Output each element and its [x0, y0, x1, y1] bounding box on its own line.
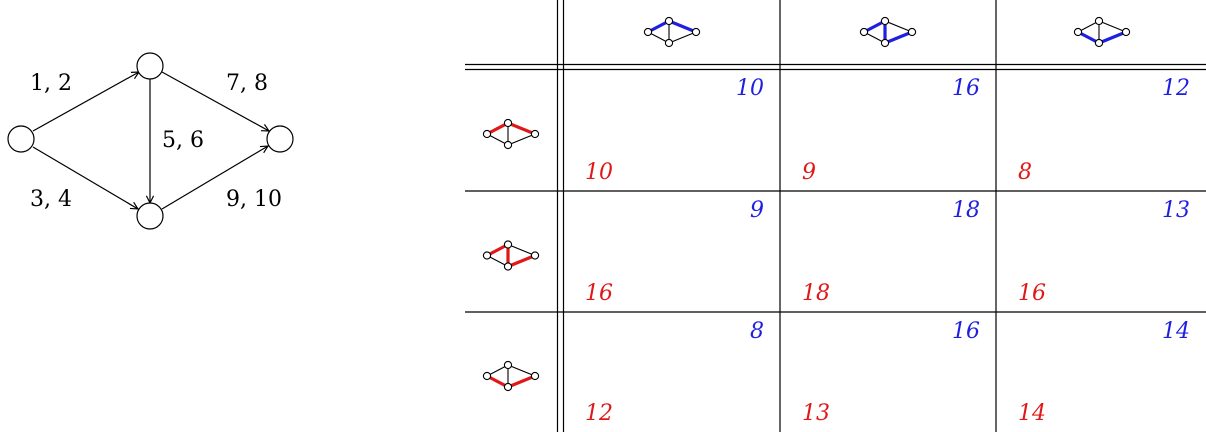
row-player-payoff: 8	[1018, 160, 1032, 185]
node-bottom	[136, 202, 164, 230]
network-graph: 1, 2 3, 4 5, 6 7, 8 9, 10	[7, 52, 294, 230]
node-sink	[266, 125, 294, 153]
edge-s-b	[32, 146, 138, 209]
payoff-cell: 16 9	[802, 76, 980, 185]
edge-label-s-b: 3, 4	[30, 187, 72, 212]
edge-label-s-a: 1, 2	[30, 71, 72, 96]
path-upper-route-icon	[482, 118, 540, 150]
edge-label-b-t: 9, 10	[226, 187, 282, 212]
row-player-payoff: 12	[585, 401, 613, 426]
path-lower-route-icon	[482, 360, 540, 392]
payoff-cell: 14 14	[1018, 319, 1190, 426]
node-source	[7, 125, 35, 153]
row-player-payoff: 16	[585, 281, 613, 306]
column-player-payoff: 12	[1162, 76, 1190, 101]
row-player-payoff: 13	[802, 401, 830, 426]
column-player-payoff: 8	[750, 319, 764, 344]
path-lower-route-icon	[1073, 16, 1131, 48]
column-player-payoff: 16	[952, 319, 980, 344]
payoff-cell: 10 10	[585, 76, 764, 185]
edge-label-a-t: 7, 8	[226, 71, 268, 96]
row-player-payoff: 18	[802, 281, 830, 306]
payoff-cell: 9 16	[585, 198, 764, 306]
edge-b-t	[161, 146, 268, 210]
path-zigzag-route-icon	[482, 240, 540, 271]
column-player-payoff: 10	[736, 76, 764, 101]
row-player-payoff: 16	[1018, 281, 1046, 306]
row-player-payoff: 9	[802, 160, 816, 185]
row-strategy-icons	[482, 118, 540, 392]
path-zigzag-route-icon	[859, 16, 917, 48]
edge-label-a-b: 5, 6	[162, 128, 204, 153]
column-strategy-icons	[643, 16, 1131, 48]
path-upper-route-icon	[643, 16, 701, 48]
column-player-payoff: 14	[1162, 319, 1190, 344]
column-player-payoff: 18	[952, 198, 980, 223]
column-player-payoff: 16	[952, 76, 980, 101]
row-player-payoff: 10	[585, 160, 613, 185]
node-top	[136, 52, 164, 80]
row-player-payoff: 14	[1018, 401, 1046, 426]
edge-a-t	[161, 71, 269, 131]
edge-s-a	[32, 72, 139, 132]
payoff-cell: 12 8	[1018, 76, 1190, 185]
column-player-payoff: 9	[750, 198, 764, 223]
column-player-payoff: 13	[1162, 198, 1190, 223]
payoff-cell: 8 12	[585, 319, 764, 426]
payoff-cell: 13 16	[1018, 198, 1190, 306]
